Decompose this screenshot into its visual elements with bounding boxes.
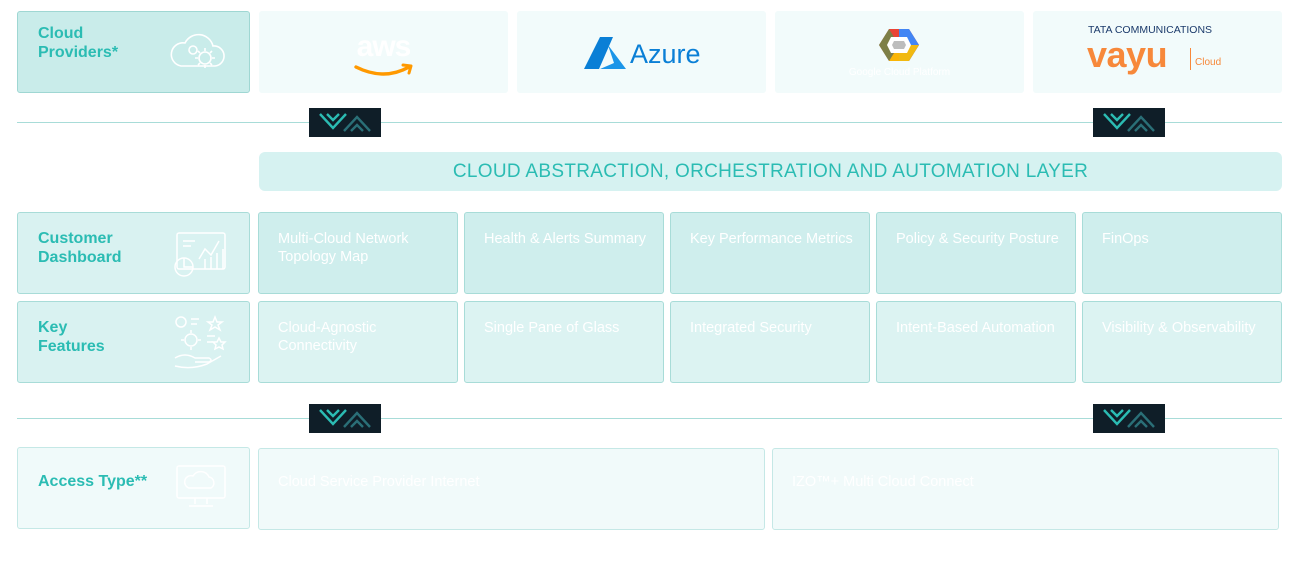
dashboard-item-label: Multi-Cloud Network Topology Map	[278, 231, 409, 265]
updown-arrows-icon	[1093, 404, 1165, 433]
google-cloud-caption: Google Cloud Platform	[848, 67, 951, 78]
access-cloud-screen-icon	[176, 465, 226, 507]
vayu-cloud-text: Cloud	[1195, 57, 1222, 68]
aws-logo-tile: aws	[259, 11, 508, 93]
key-features-label-line1: Key	[38, 319, 68, 336]
feature-item: Cloud-Agnostic Connectivity	[258, 301, 458, 383]
tata-communications-text: TATA COMMUNICATIONS	[1088, 24, 1212, 36]
features-gear-star-icon	[174, 314, 227, 369]
customer-dashboard-label: Customer Dashboard	[38, 229, 122, 267]
divider-line-top	[17, 122, 1282, 123]
key-features-label: Key Features	[38, 318, 105, 356]
key-features-label-line2: Features	[38, 338, 105, 355]
google-cloud-logo-tile: Google Cloud Platform	[775, 11, 1024, 93]
google-cloud-hexagon-icon	[879, 29, 919, 61]
feature-item-label: Cloud-Agnostic Connectivity	[278, 320, 377, 354]
cloud-providers-label-line2: Providers*	[38, 44, 119, 61]
access-item-label: Cloud Service Provider Internet	[278, 474, 480, 490]
dashboard-item: Key Performance Metrics	[670, 212, 870, 294]
customer-dashboard-label-box: Customer Dashboard	[17, 212, 250, 294]
feature-item-label: Visibility & Observability	[1102, 320, 1256, 336]
azure-logo-tile: Azure	[517, 11, 766, 93]
dashboard-item: FinOps	[1082, 212, 1282, 294]
feature-item: Intent-Based Automation	[876, 301, 1076, 383]
updown-arrows-icon	[309, 108, 381, 137]
cloud-gear-icon	[170, 33, 225, 68]
dashboard-item: Health & Alerts Summary	[464, 212, 664, 294]
access-type-label: Access Type**	[38, 473, 148, 490]
dashboard-item-label: Key Performance Metrics	[690, 231, 853, 247]
dashboard-item: Multi-Cloud Network Topology Map	[258, 212, 458, 294]
dashboard-item-label: FinOps	[1102, 231, 1149, 247]
aws-logo-text: aws	[356, 30, 412, 63]
access-item-label: IZO™+ Multi Cloud Connect	[792, 474, 974, 490]
tata-vayu-logo-tile: TATA COMMUNICATIONS vayu Cloud	[1033, 11, 1282, 93]
azure-logo-text: Azure	[630, 39, 701, 69]
vayu-logo-text: vayu	[1087, 34, 1168, 75]
updown-arrows-icon	[309, 404, 381, 433]
divider-line-bottom	[17, 418, 1282, 419]
cloud-providers-label-box: Cloud Providers*	[17, 11, 250, 93]
cloud-providers-label-line1: Cloud	[38, 25, 84, 42]
key-features-label-box: Key Features	[17, 301, 250, 383]
feature-item: Integrated Security	[670, 301, 870, 383]
feature-item: Visibility & Observability	[1082, 301, 1282, 383]
dashboard-item-label: Policy & Security Posture	[896, 231, 1059, 247]
abstraction-layer-banner: CLOUD ABSTRACTION, ORCHESTRATION AND AUT…	[259, 152, 1282, 191]
feature-item-label: Single Pane of Glass	[484, 320, 620, 336]
dashboard-item: Policy & Security Posture	[876, 212, 1076, 294]
tata-communications-label: TATA COMMUNICATIONS	[1088, 24, 1213, 36]
cloud-providers-label: Cloud Providers*	[38, 24, 118, 62]
feature-item: Single Pane of Glass	[464, 301, 664, 383]
dashboard-item-label: Health & Alerts Summary	[484, 231, 646, 247]
azure-logo-icon	[584, 37, 626, 69]
updown-arrows-icon	[1093, 108, 1165, 137]
access-item: IZO™+ Multi Cloud Connect	[772, 448, 1279, 530]
aws-smile-icon	[354, 63, 413, 76]
access-item: Cloud Service Provider Internet	[258, 448, 765, 530]
feature-item-label: Integrated Security	[690, 320, 812, 336]
vayu-divider	[1190, 48, 1191, 70]
customer-dashboard-label-line1: Customer	[38, 230, 113, 247]
customer-dashboard-label-line2: Dashboard	[38, 249, 122, 266]
feature-item-label: Intent-Based Automation	[896, 320, 1055, 336]
dashboard-chart-icon	[174, 232, 226, 277]
access-type-label-box: Access Type**	[17, 447, 250, 529]
